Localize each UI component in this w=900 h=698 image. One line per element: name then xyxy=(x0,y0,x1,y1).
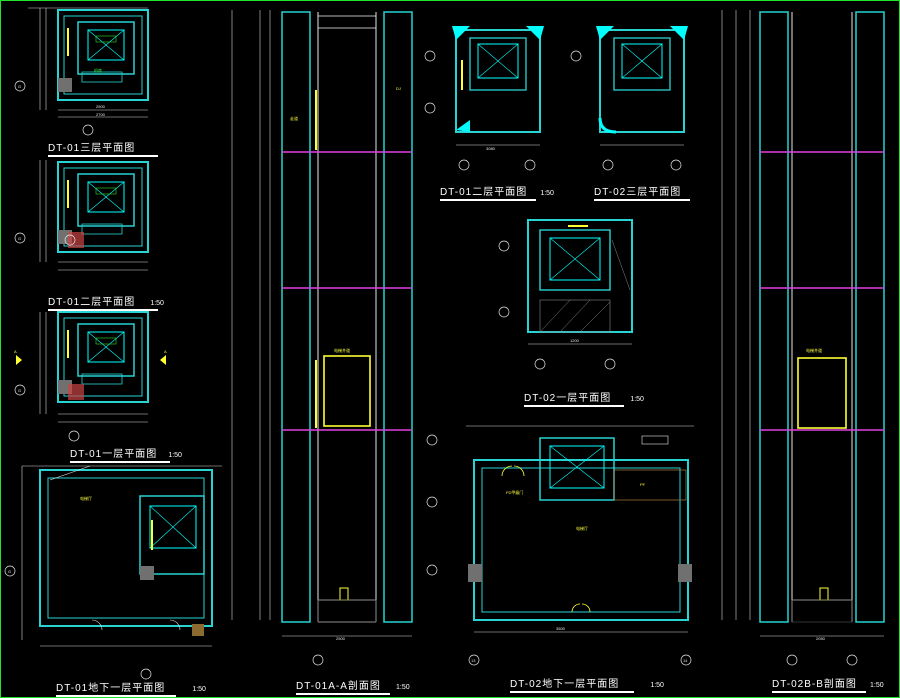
plan-b1 xyxy=(4,465,222,680)
plan-f1b xyxy=(498,219,633,370)
title-sec-b: DT-02B-B剖面图 1:50 xyxy=(772,672,884,693)
axis-label: G xyxy=(18,388,21,393)
plan-f1 xyxy=(14,311,166,442)
title-underline xyxy=(524,405,624,407)
dim-text: 3080 xyxy=(486,146,496,151)
title-f1b: DT-02一层平面图 1:50 xyxy=(524,386,644,407)
section-mark: A xyxy=(164,349,167,354)
dim-text: 2500 xyxy=(336,636,346,641)
axis-label: 14 xyxy=(683,658,688,663)
axis-label: G xyxy=(18,236,21,241)
dim-text: 2500 xyxy=(96,104,106,109)
title-b1b: DT-02地下一层平面图 1:50 xyxy=(510,672,664,693)
title-f3: DT-01三层平面图 xyxy=(48,136,158,157)
scale-text: 1:50 xyxy=(630,396,644,403)
scale-text: 1:50 xyxy=(650,682,664,689)
title-text: DT-02B-B剖面图 xyxy=(772,679,857,690)
section-mark: A xyxy=(14,349,17,354)
dim-text: 2050 xyxy=(816,636,826,641)
scale-text: 1:50 xyxy=(870,682,884,689)
dim-text: 3500 xyxy=(556,626,566,631)
room-label: FD甲级门 xyxy=(506,489,523,495)
title-text: DT-01A-A剖面图 xyxy=(296,681,381,692)
title-text: DT-01地下一层平面图 xyxy=(56,683,166,694)
plan-b1b xyxy=(426,425,694,666)
title-text: DT-02一层平面图 xyxy=(524,393,612,404)
title-f2: DT-01二层平面图 1:50 xyxy=(48,290,164,311)
title-b1: DT-01地下一层平面图 1:50 xyxy=(56,676,206,697)
title-underline xyxy=(772,691,866,693)
title-f3b: DT-02三层平面图 xyxy=(594,180,690,201)
title-underline xyxy=(48,155,158,157)
room-label: 机房 xyxy=(94,67,102,73)
room-label: 电梯厅 xyxy=(576,525,588,531)
room-label: 电梯井道 xyxy=(806,347,822,353)
title-text: DT-01二层平面图 xyxy=(48,297,136,308)
scale-text: 1:50 xyxy=(540,190,554,197)
title-underline xyxy=(510,691,634,693)
title-sec-a: DT-01A-A剖面图 1:50 xyxy=(296,674,410,695)
plan-f3b xyxy=(570,26,688,171)
room-label: DJ xyxy=(396,86,401,91)
title-text: DT-02三层平面图 xyxy=(594,187,682,198)
title-underline xyxy=(440,199,536,201)
room-label: PF xyxy=(640,482,646,487)
title-f2b: DT-01二层平面图 1:50 xyxy=(440,180,554,201)
axis-label: G xyxy=(18,84,21,89)
plan-f2b xyxy=(424,26,544,171)
title-underline xyxy=(296,693,390,695)
dim-text: 2700 xyxy=(96,112,106,117)
scale-text: 1:50 xyxy=(192,686,206,693)
scale-text: 1:50 xyxy=(396,684,410,691)
title-text: DT-01一层平面图 xyxy=(70,449,158,460)
title-f1: DT-01一层平面图 1:50 xyxy=(70,442,182,463)
title-underline xyxy=(70,461,170,463)
room-label: 走道 xyxy=(290,115,298,121)
plan-f2 xyxy=(14,160,149,271)
dim-text: 1200 xyxy=(570,338,580,343)
title-underline xyxy=(594,199,690,201)
plan-f3 xyxy=(14,7,149,136)
section-b xyxy=(721,10,885,666)
section-a xyxy=(231,10,413,666)
title-underline xyxy=(56,695,176,697)
axis-label: 13 xyxy=(471,658,476,663)
axis-label: G xyxy=(8,569,11,574)
title-text: DT-01二层平面图 xyxy=(440,187,528,198)
scale-text: 1:50 xyxy=(150,300,164,307)
title-underline xyxy=(48,309,158,311)
scale-text: 1:50 xyxy=(168,452,182,459)
title-text: DT-02地下一层平面图 xyxy=(510,679,620,690)
room-label: 电梯厅 xyxy=(80,495,92,501)
room-label: 电梯井道 xyxy=(334,347,350,353)
title-text: DT-01三层平面图 xyxy=(48,143,136,154)
